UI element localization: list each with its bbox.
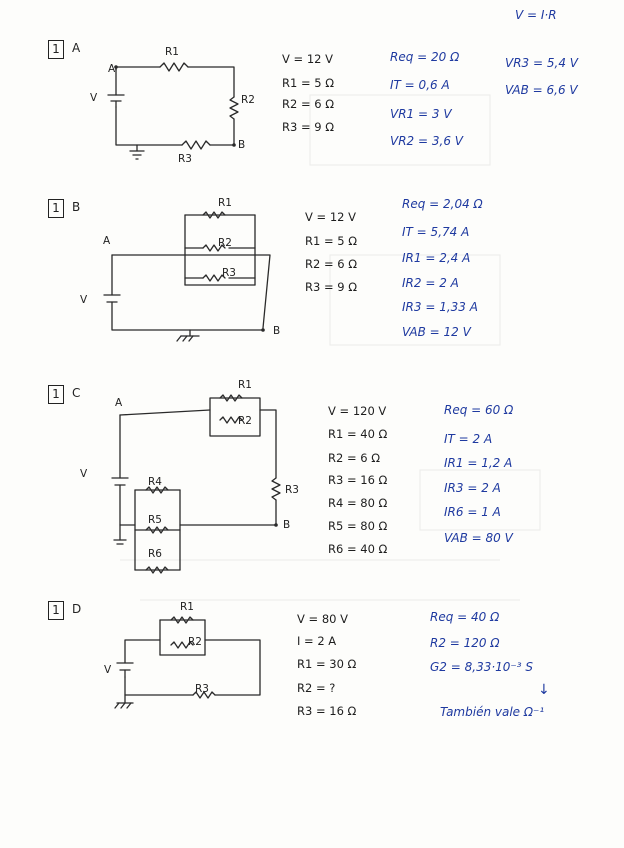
circuit-diagram-d [114,616,261,709]
problem-letter: D [72,602,82,616]
resistor-r2-symbol [219,416,243,424]
given-value: V = 12 V [305,210,356,224]
problem-number-box: 1 [48,601,64,620]
given-value: R2 = 6 Ω [305,257,358,271]
given-value: R2 = ? [297,681,336,695]
given-value: V = 12 V [282,52,333,66]
node-b-label: B [273,325,281,337]
answer-extra: VR3 = 5,4 V [505,56,578,70]
answer-value: Req = 60 Ω [444,403,514,417]
answer-value: IR1 = 1,2 A [444,456,513,470]
node-a-label: A [108,63,116,75]
node-b-label: B [283,519,291,531]
answer-value: IR1 = 2,4 A [402,251,471,265]
problem-number-box: 1 [48,385,64,404]
resistor-r6-symbol [145,566,169,574]
answer-value: IT = 5,74 A [402,225,470,239]
given-value: R4 = 80 Ω [328,496,388,510]
answer-value: IR2 = 2 A [402,276,459,290]
given-value: R1 = 30 Ω [297,657,357,671]
down-arrow-icon: ↓ [538,682,550,698]
answer-value: R2 = 120 Ω [430,636,500,650]
resistor-r4-label: R4 [148,476,162,488]
answer-value: VAB = 80 V [444,531,513,545]
resistor-r3-symbol [271,477,281,501]
given-value: R2 = 6 Ω [282,97,335,111]
given-value: R3 = 16 Ω [297,704,357,718]
resistor-r1-label: R1 [218,197,232,209]
answer-value: VR2 = 3,6 V [390,134,463,148]
answer-value: Req = 2,04 Ω [402,197,483,211]
given-value: I = 2 A [297,634,337,648]
answer-note: También vale Ω⁻¹ [440,705,545,719]
resistor-r1-label: R1 [180,601,194,613]
given-value: V = 80 V [297,612,348,626]
resistor-r2-symbol [229,96,239,120]
resistor-r2-label: R2 [188,636,202,648]
resistor-r2-label: R2 [241,94,255,106]
resistor-r5-label: R5 [148,514,162,526]
given-value: R1 = 40 Ω [328,427,388,441]
circuit-diagram-a [107,62,239,160]
answer-extra: VAB = 6,6 V [505,83,578,97]
answer-value: IR6 = 1 A [444,505,501,519]
circuit-diagram-c [111,394,281,574]
resistor-r1-symbol [202,211,226,219]
resistor-r1-label: R1 [238,379,252,391]
source-v-label: V [90,92,98,104]
given-value: V = 120 V [328,404,387,418]
resistor-r1-symbol [170,616,194,624]
resistor-r3-label: R3 [195,683,209,695]
given-value: R6 = 40 Ω [328,542,388,556]
answer-value: IT = 0,6 A [390,78,450,92]
problem-letter: A [72,41,81,55]
resistor-r5-symbol [145,526,169,534]
answer-value: IR3 = 2 A [444,481,501,495]
problem-number-box: 1 [48,199,64,218]
answer-value: IR3 = 1,33 A [402,300,478,314]
source-v-label: V [104,664,112,676]
problem-letter: C [72,386,81,400]
problem-number-box: 1 [48,40,64,59]
answer-value: Req = 20 Ω [390,50,460,64]
answer-value: IT = 2 A [444,432,493,446]
resistor-r2-label: R2 [218,237,232,249]
given-value: R2 = 6 Ω [328,451,381,465]
resistor-r3-label: R3 [285,484,299,496]
resistor-r3-label: R3 [222,267,236,279]
resistor-r3-symbol [192,691,216,699]
header-formula: V = I·R [515,8,557,22]
circuit-diagram-b [103,211,271,342]
resistor-r2-symbol [170,641,194,649]
answer-value: Req = 40 Ω [430,610,500,624]
given-value: R3 = 9 Ω [305,280,358,294]
problem-letter: B [72,200,81,214]
answer-value: G2 = 8,33·10⁻³ S [430,660,533,674]
node-a-label: A [103,235,111,247]
resistor-r1-label: R1 [165,46,179,58]
resistor-r2-label: R2 [238,415,252,427]
given-value: R1 = 5 Ω [282,76,335,90]
given-value: R1 = 5 Ω [305,234,358,248]
resistor-r4-symbol [145,486,169,494]
resistor-r3-label: R3 [178,153,192,165]
node-a-label: A [115,397,123,409]
answer-value: VAB = 12 V [402,325,471,339]
resistor-r1-symbol [219,394,243,402]
resistor-r3-symbol [202,274,226,282]
node-b-label: B [238,139,246,151]
resistor-r1-symbol [159,62,189,72]
answer-value: VR1 = 3 V [390,107,452,121]
resistor-r3-symbol [181,140,211,150]
resistor-r6-label: R6 [148,548,162,560]
resistor-r2-symbol [202,244,226,252]
given-value: R3 = 16 Ω [328,473,388,487]
source-v-label: V [80,294,88,306]
given-value: R3 = 9 Ω [282,120,335,134]
given-value: R5 = 80 Ω [328,519,388,533]
source-v-label: V [80,468,88,480]
